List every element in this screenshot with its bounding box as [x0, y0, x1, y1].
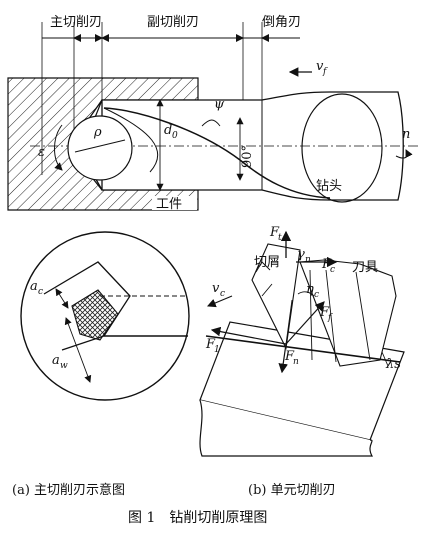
chip-ridges [255, 261, 273, 297]
label-gamma-sub: n [305, 255, 311, 265]
chisel-edge-circle [67, 115, 133, 181]
label-ac-sub: c [38, 287, 43, 297]
label-F1-sub: 1 [214, 345, 220, 355]
label-vf-sub: f [322, 67, 328, 77]
caption-a: (a) 主切削刃示意图 [12, 482, 125, 498]
label-aw-sub: w [60, 361, 68, 371]
label-chip: 切屑 [254, 255, 280, 270]
label-v: v [212, 281, 220, 296]
label-aw: a [52, 353, 60, 368]
label-lambda-s: λs [385, 357, 401, 372]
velocity-arrow [206, 295, 233, 308]
label-Ff: F [319, 305, 330, 320]
ac-dimension [55, 288, 69, 309]
cutting-element-view: λs F t F c F f η c γ n F 1 F n v c 切屑 刀具 [199, 225, 405, 457]
chip-body [251, 243, 301, 350]
caption-b: (b) 单元切削刃 [248, 483, 336, 498]
label-minor-edge: 副切削刃 [147, 15, 199, 30]
label-ac: a [30, 279, 38, 294]
top-drilling-view: 主切削刃 副切削刃 倒角刃 v f 工件 ε ρ d 0 [7, 15, 420, 212]
label-d0-sub: 0 [172, 131, 178, 141]
force-Ff-arrow [285, 301, 325, 345]
label-Fc-sub: c [330, 265, 335, 275]
label-gamma: γ [297, 247, 305, 262]
label-workpiece: 工件 [156, 197, 182, 212]
label-rho: ρ [93, 125, 102, 140]
label-tool: 刀具 [352, 260, 378, 275]
label-psi: ψ [214, 97, 225, 112]
label-n: n [402, 127, 410, 142]
label-epsilon: ε [38, 145, 45, 160]
label-Ft-sub: t [278, 233, 282, 243]
label-Fn-sub: n [293, 357, 299, 367]
shank-ellipse [301, 93, 383, 203]
epsilon-arrow [54, 124, 63, 171]
aw-dimension [64, 317, 92, 383]
label-drill: 钻头 [316, 179, 342, 194]
label-Fn: F [284, 349, 295, 364]
psi-arc [201, 119, 221, 127]
tool-lines [309, 269, 371, 363]
label-F1: F [205, 337, 216, 352]
flute-edge [103, 107, 159, 173]
chisel-edge [74, 139, 126, 153]
label-eta-sub: c [314, 290, 319, 300]
label-Ff-sub: f [327, 313, 333, 323]
label-Ft: F [269, 225, 280, 240]
element-cutting-edge [205, 335, 401, 363]
label-v-sub: c [220, 289, 225, 299]
element-workpiece-front [199, 399, 374, 457]
label-chamfer-edge: 倒角刃 [262, 15, 301, 30]
eta-arc [297, 291, 315, 297]
lambda-mark [381, 351, 389, 367]
label-d0: d [164, 123, 172, 138]
force-Fn-arrow [278, 343, 288, 374]
label-90-degree: 90° [240, 145, 255, 168]
figure-title: 图 1 钻削切削原理图 [128, 510, 267, 526]
label-main-edge: 主切削刃 [50, 15, 102, 30]
force-F1-arrow [210, 326, 287, 345]
label-eta: η [306, 282, 314, 297]
eta-line [285, 299, 293, 345]
label-Fc: F [321, 257, 332, 272]
main-edge-detail: a c a w [20, 231, 190, 401]
label-vf: v [316, 59, 324, 74]
workpiece-label-bg [152, 196, 197, 210]
rotation-arrow [395, 149, 413, 159]
